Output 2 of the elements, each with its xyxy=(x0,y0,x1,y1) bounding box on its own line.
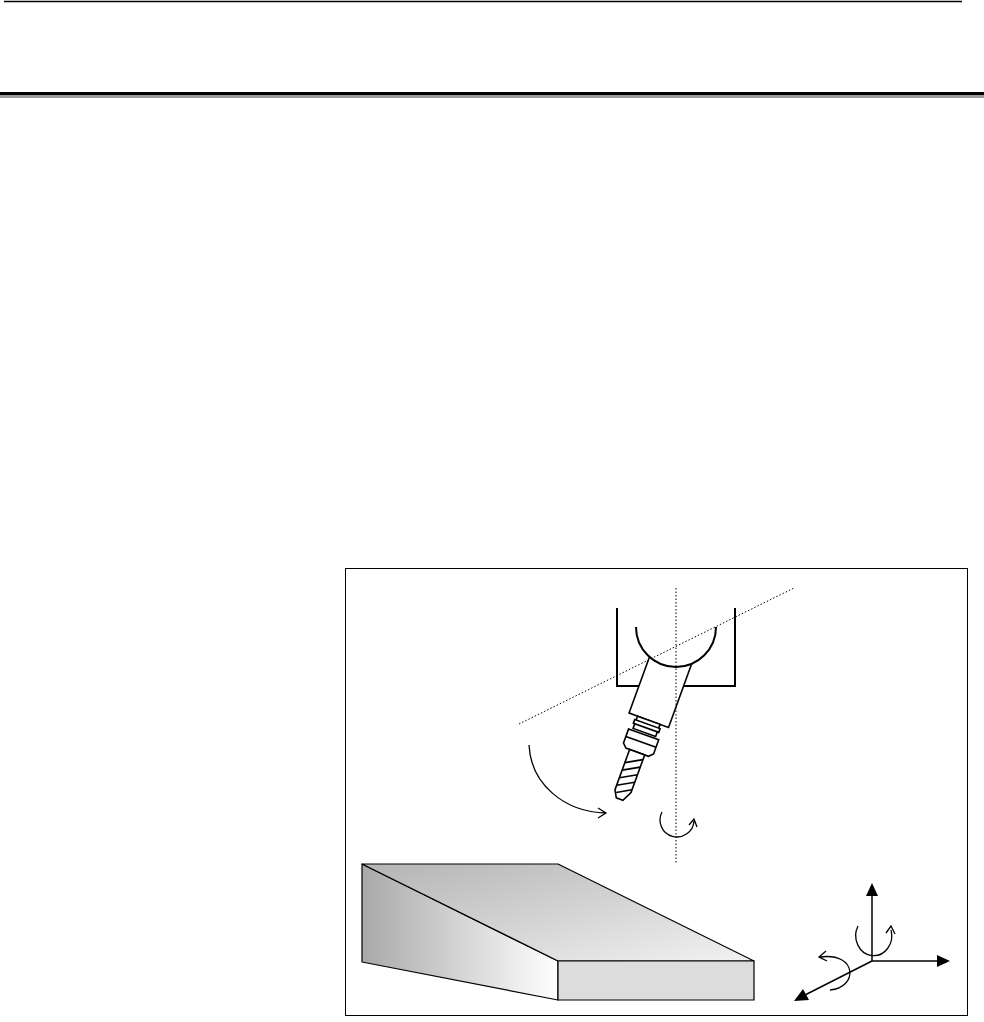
workpiece-drawing xyxy=(359,861,756,1003)
figure-frame xyxy=(345,568,968,1016)
